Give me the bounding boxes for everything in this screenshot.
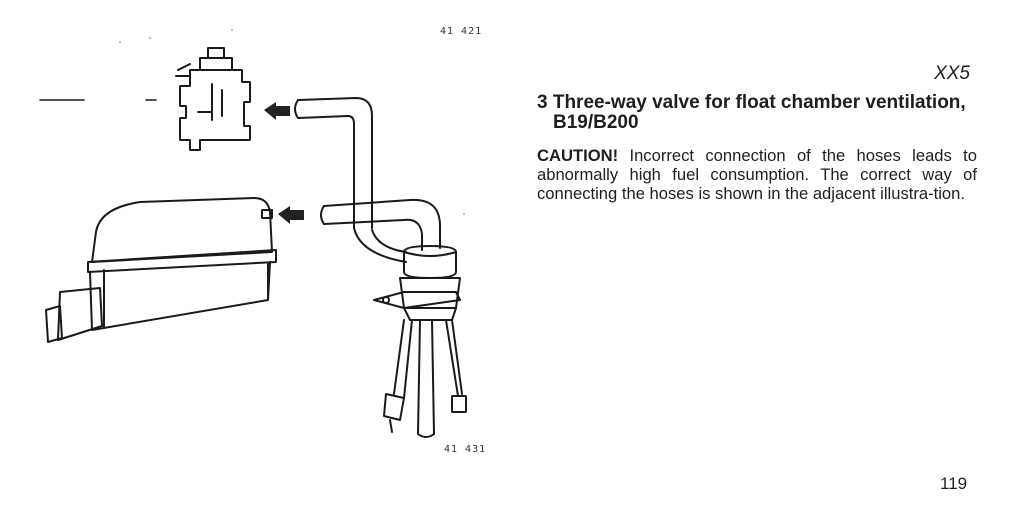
heading-line2: B19/B200 <box>553 112 639 133</box>
arrow-icon <box>264 102 304 224</box>
caution-paragraph: CAUTION! Incorrect connection of the hos… <box>537 146 977 203</box>
wiring-drawing <box>383 319 467 438</box>
caution-text: Incorrect connection of the hoses leads … <box>537 146 977 203</box>
lower-hose <box>323 198 441 251</box>
upper-hose <box>297 97 373 229</box>
carburettor-drawing <box>175 47 251 151</box>
page-number: 119 <box>940 474 968 493</box>
float-chamber-drawing <box>45 197 277 343</box>
illustration-drawing <box>39 29 467 438</box>
section-code: XX5 <box>934 63 970 84</box>
heading-line1: 3 Three-way valve for float chamber vent… <box>537 92 966 113</box>
section-heading: 3 Three-way valve for float chamber vent… <box>537 93 977 133</box>
figure-code-bottom: 41 431 <box>444 444 487 455</box>
three-way-valve-drawing <box>373 245 461 321</box>
caution-label: CAUTION! <box>537 146 619 165</box>
valve-illustration: 41 421 41 431 <box>39 26 487 455</box>
figure-code-top: 41 421 <box>440 26 483 37</box>
